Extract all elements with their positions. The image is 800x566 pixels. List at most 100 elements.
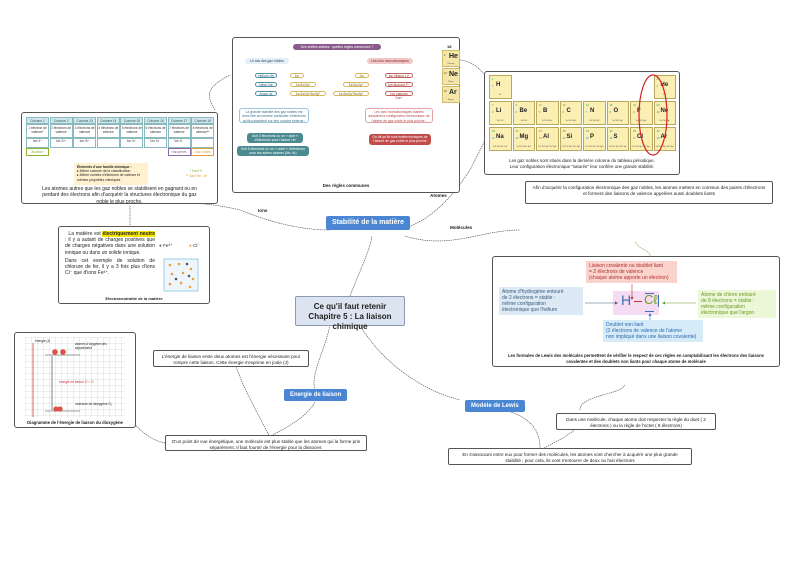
regles-question: Des entités stables : quelles règles com… [293, 44, 381, 50]
column-header: Colonne 17 [167, 117, 191, 124]
element-symbol: Ne [660, 108, 669, 114]
neutral-highlight: électriquement neutre [102, 231, 156, 237]
family-box-item: ▸ Même nombre d'électrons de valence et … [77, 173, 140, 182]
mass-number: 23 [492, 130, 495, 133]
energy-middle-label: énergie de liaison O = O [59, 380, 94, 384]
mass-number: 14 [586, 104, 589, 107]
mass-number: 32 [609, 130, 613, 133]
edge-label-ions: Ions [258, 208, 268, 213]
noble-gas-tile: 2 He Hélium [442, 50, 460, 67]
electron-config: 1s² 2s² 2p⁶ 3s² 3p⁴ [608, 146, 627, 149]
ion-cell: Ion X⁻ [167, 138, 191, 148]
topic-stabilite[interactable]: Stabilité de la matière [326, 216, 410, 230]
column-header: Colonne 18 [191, 117, 215, 124]
lone-pair-right [658, 295, 659, 307]
electron-config: 1s² 2s¹ [496, 120, 504, 123]
note-molecules: Afin d'acquérir la configuration électro… [525, 181, 773, 204]
valence-cell: 6 électrons de valence [144, 124, 167, 138]
atomic-number: 11 [492, 137, 495, 140]
mass-number: 27 [539, 130, 542, 133]
family-box: Éléments d'une famille chimique : ▸ Même… [74, 163, 148, 185]
central-topic[interactable]: Ce qu'il faut retenir Chapitre 5 : La li… [295, 296, 405, 331]
lone-pair-box: Doublet non liant (2 électrons de valenc… [603, 320, 703, 342]
electron-config: 1s² 2s² [520, 120, 528, 123]
mass-number: 11 [539, 104, 542, 107]
family-box-item: ▸ Même colonne de la classification [77, 169, 131, 174]
energy-grid [25, 337, 125, 417]
energy-diagram-card: énergie (J) atomes d'oxygène pris séparé… [14, 332, 136, 428]
formula-cl: Cℓ [644, 292, 658, 307]
family-box-title: Éléments d'une famille chimique : [77, 165, 132, 169]
mass-number: 20 [656, 104, 660, 107]
column-header: Colonne 2 [49, 117, 73, 124]
lone-pair-bottom [645, 311, 654, 312]
ion-li: Ion lithium Li⁺ [385, 73, 413, 78]
electron-config: 1s² 2s² 2p³ [589, 120, 600, 123]
legend-cl: ● Cl⁻ [189, 243, 200, 248]
neutral-example: Dans cet exemple de solution de chlorure… [65, 257, 155, 277]
element-symbol: Al [543, 134, 549, 140]
noble-gas-tile: 18 Ar Argon [442, 86, 460, 103]
periodic-caption: Les gaz nobles sont situés dans la derni… [485, 158, 679, 170]
element-symbol: B [543, 108, 548, 114]
dioxygen-molecule [57, 406, 63, 412]
config-he: 1s² [290, 73, 304, 78]
lone-pair-top [645, 293, 654, 294]
element-symbol: O [613, 108, 619, 114]
element-symbol: Ar [660, 134, 668, 140]
mass-number: 24 [515, 130, 519, 133]
column-header: Colonne 1 [26, 117, 49, 124]
right-explain: Les ions monoatomiques stables adoptent … [365, 108, 433, 123]
valence-cell: 1 électron de valence* [26, 124, 49, 138]
ion-cell: Ion X²⁺ [49, 138, 73, 148]
valence-cell: 7 électrons de valence [167, 124, 191, 138]
atomic-number: 3 [492, 111, 494, 114]
topic-energie[interactable]: Energie de liaison [284, 389, 348, 401]
ion-cell [96, 138, 120, 148]
energy-diagram [32, 343, 80, 417]
ion-cell [191, 138, 215, 148]
column-header: Colonne 15 [120, 117, 144, 124]
electron-config: 1s² 2s² 2p⁶ 3s² 3p¹ [538, 146, 557, 149]
atom-he: Hélium He [255, 73, 277, 78]
element-symbol: N [590, 108, 595, 114]
note-duet-octet: Dans une molécule, chaque atome doit res… [556, 413, 716, 430]
atomic-number: 10 [656, 111, 660, 114]
periodic-caption-line2: Leur configuration électronique "saturée… [509, 164, 655, 169]
electron-config: 1s² 2s² 2p⁶ 3s² [516, 146, 531, 149]
family-cell: Alcalins* [26, 148, 49, 156]
mass-number: 40 [656, 130, 660, 133]
mass-number: 9 [515, 104, 517, 107]
family-cell: Halogènes [167, 148, 191, 156]
electron-config: 1s² 2s² 2p⁶ 3s² 3p⁶ [655, 146, 674, 149]
topic-lewis[interactable]: Modèle de Lewis [465, 400, 525, 412]
atomic-number: 5 [539, 111, 541, 114]
atom-ne: Néon Ne [255, 82, 277, 87]
noble-gas-tile: 10 Ne Néon [442, 68, 460, 85]
oxygen-atom [60, 349, 66, 355]
mass-number: 1 [492, 78, 494, 81]
electron-config: 1s² 2s² 2p⁵ [635, 120, 647, 123]
regles-caption: Des règles communes [322, 183, 370, 188]
footnote-2: ** Sauf He : 2e⁻ [186, 174, 209, 178]
note-associant: En s'associant entre eux pour former des… [448, 448, 692, 465]
ion-cell: Ion X³⁻ [120, 138, 144, 148]
chlorine-box: Atome de chlore entouré de 8 électrons =… [698, 290, 776, 318]
ion-ca: Ion calcium Ca²⁺ [385, 91, 413, 100]
energy-caption: Diagramme de l'énergie de liaison du dio… [27, 420, 123, 425]
atom-ar: Argon Ar [255, 91, 277, 96]
valence-cell: 3 électrons de valence [73, 124, 97, 138]
element-symbol: He [660, 82, 669, 88]
ion-config-ca: 1s²2s²2p⁶3s²3p⁶ [333, 91, 369, 96]
